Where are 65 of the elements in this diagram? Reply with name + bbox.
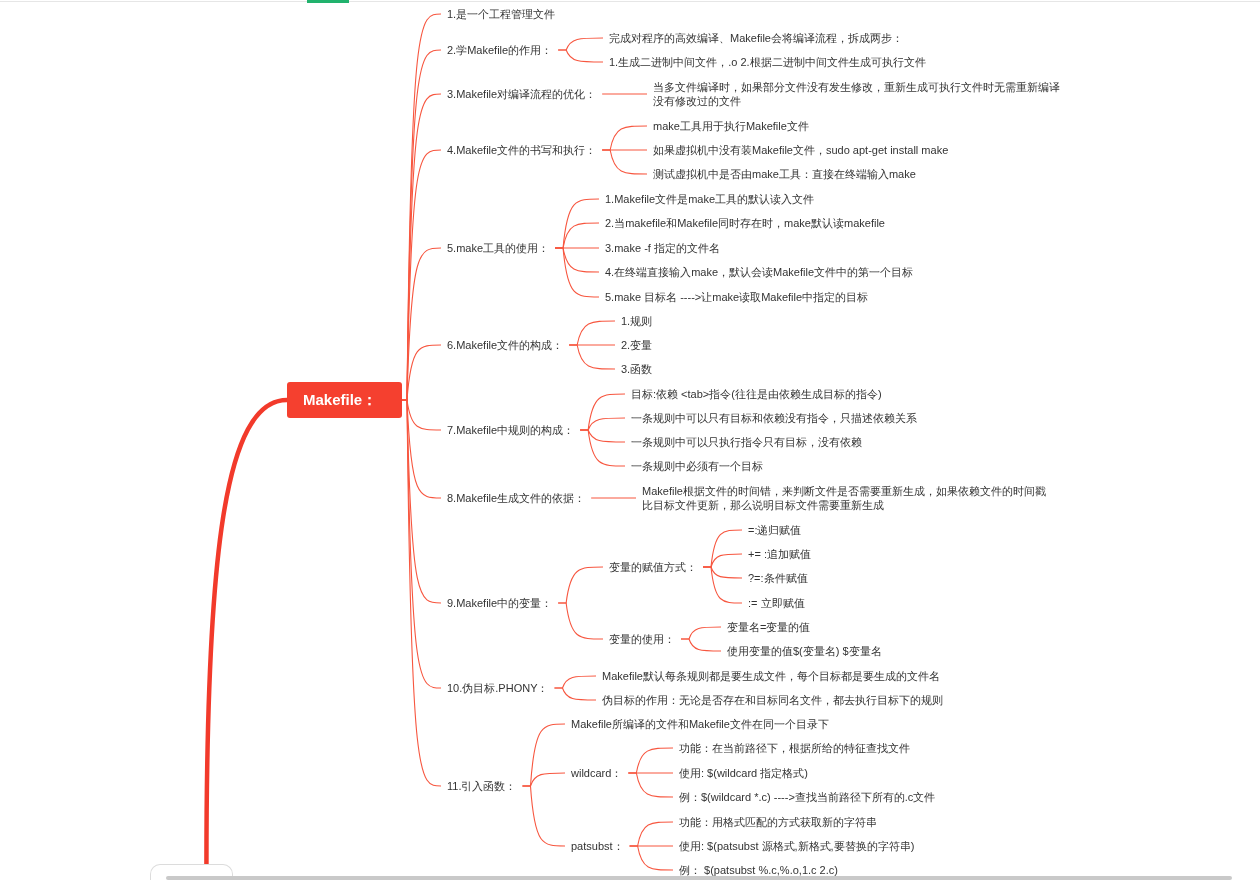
topic-label: 当多文件编译时，如果部分文件没有发生修改，重新生成可执行文件时无需重新编译没有修改过的文件 <box>647 79 1071 109</box>
branch-line <box>702 566 743 604</box>
branch-line <box>627 772 674 798</box>
topic-label: 3.函数 <box>615 360 659 378</box>
branch-line <box>204 397 288 864</box>
topic-label: Makefile默认每条规则都是要生成文件，每个目标都是要生成的文件名 <box>596 667 946 685</box>
topic-label: 一条规则中必须有一个目标 <box>625 457 769 475</box>
topic-label: 8.Makefile生成文件的依据： <box>441 489 592 507</box>
branch-line <box>680 638 722 652</box>
topic-label: 5.make工具的使用： <box>441 239 556 257</box>
topic-label: Makefile根据文件的时间错，来判断文件是否需要重新生成，如果依赖文件的时间戳比目标文件更新，那么说明目标文件需要重新生成 <box>636 483 1056 513</box>
topic-label: 测试虚拟机中是否由make工具：直接在终端输入make <box>647 165 922 183</box>
topic-label: 4.Makefile文件的书写和执行： <box>441 141 603 159</box>
branch-line <box>601 149 648 175</box>
topic-label: 如果虚拟机中没有装Makefile文件，sudo apt-get install make <box>647 141 955 159</box>
topic-label: += :追加赋值 <box>742 545 817 563</box>
topic-label: 一条规则中可以只有目标和依赖没有指令，只描述依赖关系 <box>625 409 923 427</box>
topic-label: ?=:条件赋值 <box>742 569 814 587</box>
topic-label: 使用: $(wildcard 指定格式) <box>673 764 814 782</box>
branch-line <box>601 93 648 95</box>
topic-label: 4.在终端直接输入make，默认会读Makefile文件中的第一个目标 <box>599 263 920 281</box>
topic-label: 6.Makefile文件的构成： <box>441 336 570 354</box>
branch-line <box>590 497 637 499</box>
branch-line <box>553 687 597 701</box>
topic-label: 伪目标的作用：无论是否存在和目标同名文件，都去执行目标下的规则 <box>596 691 949 709</box>
topic-label: =:递归赋值 <box>742 521 808 539</box>
topic-label: := 立即赋值 <box>742 594 811 612</box>
topic-label: 3.make -f 指定的文件名 <box>599 239 726 257</box>
topic-label: 使用: $(patsubst 源格式,新格式,要替换的字符串) <box>673 837 921 855</box>
topic-label: 功能：用格式匹配的方式获取新的字符串 <box>673 813 883 831</box>
topic-label: 例：$(wildcard *.c) ---->查找当前路径下所有的.c文件 <box>673 788 942 806</box>
branch-line <box>579 429 626 467</box>
branch-line <box>554 247 600 298</box>
topic-label: 5.make 目标名 ---->让make读取Makefile中指定的目标 <box>599 288 875 306</box>
topic-label: 目标:依赖 <tab>指令(往往是由依赖生成目标的指令) <box>625 385 888 403</box>
topic-label: 2.变量 <box>615 336 659 354</box>
topic-label: 1.是一个工程管理文件 <box>441 5 562 23</box>
topic-label: 功能：在当前路径下，根据所给的特征查找文件 <box>673 739 916 757</box>
topic-label: 使用变量的值$(变量名) $变量名 <box>721 642 888 660</box>
topic-label: Makefile所编译的文件和Makefile文件在同一个目录下 <box>565 715 835 733</box>
topic-label: 完成对程序的高效编译、Makefile会将编译流程，拆成两步： <box>603 29 909 47</box>
topic-label: 一条规则中可以只执行指令只有目标，没有依赖 <box>625 433 868 451</box>
branch-line <box>629 845 674 871</box>
topic-label: 1.规则 <box>615 312 659 330</box>
branch-line <box>568 344 616 370</box>
topic-label: 变量的使用： <box>603 630 681 648</box>
topic-label: 例： $(patsubst %.c,%.o,1.c 2.c) <box>673 861 844 879</box>
topic-label: 变量的赋值方式： <box>603 558 703 576</box>
topic-label: 1.Makefile文件是make工具的默认读入文件 <box>599 190 821 208</box>
topic-label: patsubst： <box>565 837 630 855</box>
central-topic: Makefile： <box>287 382 402 418</box>
branch-line <box>557 602 604 640</box>
topic-label: 11.引入函数： <box>441 777 523 795</box>
branch-line <box>557 49 604 63</box>
topic-label: 2.当makefile和Makefile同时存在时，make默认读makefile <box>599 214 891 232</box>
topic-label: 1.生成二进制中间文件，.o 2.根据二进制中间文件生成可执行文件 <box>603 53 932 71</box>
branch-line <box>521 785 566 847</box>
topic-label: 9.Makefile中的变量： <box>441 594 559 612</box>
topic-label: make工具用于执行Makefile文件 <box>647 117 815 135</box>
topic-label: wildcard： <box>565 764 629 782</box>
topic-label: 3.Makefile对编译流程的优化： <box>441 85 603 103</box>
topic-label: 7.Makefile中规则的构成： <box>441 421 581 439</box>
topic-label: 2.学Makefile的作用： <box>441 41 559 59</box>
topic-label: 10.伪目标.PHONY： <box>441 679 555 697</box>
topic-label: 变量名=变量的值 <box>721 618 817 636</box>
